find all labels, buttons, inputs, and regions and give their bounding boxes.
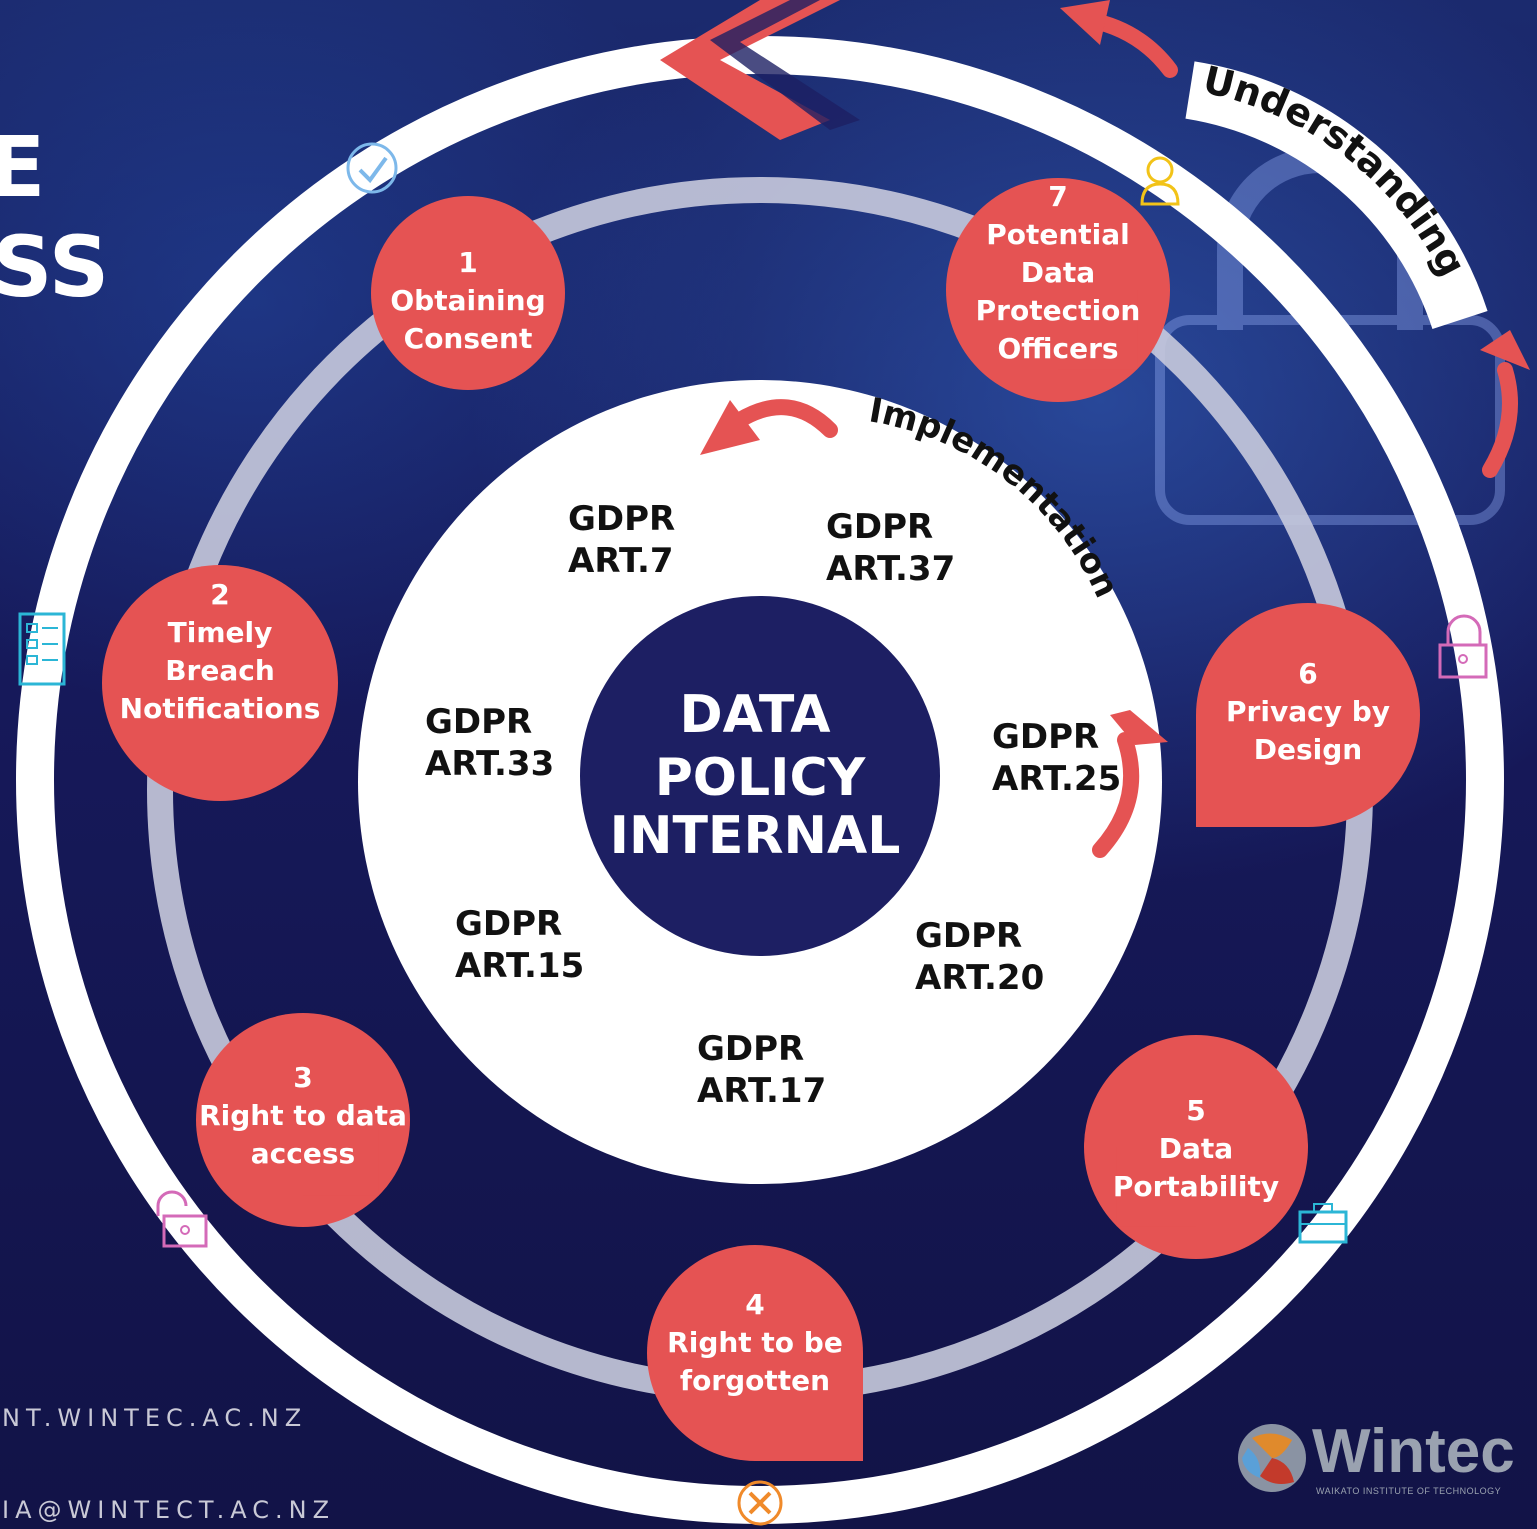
center-title-line2: POLICY — [655, 748, 867, 808]
articles-layer: GDPRART.7GDPRART.37GDPRART.33GDPRART.25G… — [425, 499, 1121, 1111]
step-label-line: Breach — [165, 654, 275, 687]
center-circle — [580, 596, 940, 956]
step-label-line: Right to be — [667, 1326, 843, 1359]
step-label-line: Notifications — [120, 692, 321, 725]
unlocked-padlock-icon — [156, 1190, 208, 1248]
briefcase-icon — [1298, 1203, 1348, 1244]
step-drop-tip — [136, 599, 220, 683]
step-drop-tip — [1196, 715, 1308, 827]
left-title-line1: E — [0, 118, 46, 216]
article-number-label: ART.25 — [992, 759, 1121, 799]
article-number-label: ART.37 — [826, 549, 955, 589]
step-label-line: Protection — [976, 294, 1141, 327]
article-gdpr-label: GDPR — [915, 916, 1022, 956]
step-number: 6 — [1298, 657, 1317, 690]
center-title-line1: DATA — [679, 685, 830, 745]
article-gdpr-label: GDPR — [697, 1029, 804, 1069]
footer-email[interactable]: IA@WINTECT.AC.NZ — [2, 1496, 336, 1524]
wintec-logo: Wintec WAIKATO INSTITUTE OF TECHNOLOGY — [1232, 1412, 1522, 1504]
center-title-line3: INTERNAL — [610, 806, 901, 866]
step-label-line: access — [251, 1137, 355, 1170]
outer-arrow-top — [1060, 0, 1178, 78]
cancel-icon — [737, 1480, 783, 1526]
article-number-label: ART.33 — [425, 744, 554, 784]
step-number: 1 — [458, 246, 477, 279]
outer-arrow-right — [1480, 330, 1530, 478]
step-label-line: Obtaining — [390, 284, 545, 317]
step-label-line: Timely — [168, 616, 273, 649]
step-number: 2 — [210, 578, 229, 611]
step-label-line: Right to data — [199, 1099, 407, 1132]
logo-word: Wintec — [1312, 1417, 1515, 1486]
step-label-line: Data — [1159, 1132, 1233, 1165]
step-number: 7 — [1048, 180, 1067, 213]
step-number: 3 — [293, 1061, 312, 1094]
article-number-label: ART.20 — [915, 958, 1044, 998]
article-number-label: ART.7 — [568, 541, 674, 581]
inner-arrow-top — [700, 399, 838, 455]
step-number: 5 — [1186, 1094, 1205, 1127]
document-list-icon — [18, 612, 66, 686]
step-drop-tip — [755, 1353, 863, 1461]
wintec-logo-icon — [1238, 1424, 1306, 1492]
article-gdpr-label: GDPR — [826, 507, 933, 547]
step-label-line: Officers — [997, 332, 1118, 365]
step-label-line: Privacy by — [1226, 695, 1390, 728]
inner-arrow-right — [1092, 710, 1168, 858]
article-number-label: ART.17 — [697, 1071, 826, 1111]
chevron-arrows-icon — [660, 0, 860, 140]
step-label-line: Data — [1021, 256, 1095, 289]
article-gdpr-label: GDPR — [455, 904, 562, 944]
logo-subtitle: WAIKATO INSTITUTE OF TECHNOLOGY — [1316, 1486, 1502, 1496]
step-number: 4 — [745, 1288, 764, 1321]
step-drop-tip — [303, 1120, 379, 1196]
step-drop-tip — [1116, 1147, 1196, 1227]
padlock-icon — [1438, 614, 1488, 679]
article-gdpr-label: GDPR — [425, 702, 532, 742]
step-label-line: Design — [1254, 733, 1362, 766]
steps-layer: 1ObtainingConsent2TimelyBreachNotificati… — [102, 178, 1420, 1461]
article-number-label: ART.15 — [455, 946, 584, 986]
step-drop-tip — [1058, 290, 1138, 370]
footer-website[interactable]: NT.WINTEC.AC.NZ — [2, 1404, 308, 1432]
step-drop-tip — [399, 293, 468, 362]
check-icon — [346, 142, 398, 194]
step-label-line: Portability — [1113, 1170, 1279, 1203]
article-gdpr-label: GDPR — [568, 499, 675, 539]
step-label-line: Potential — [986, 218, 1130, 251]
step-label-line: forgotten — [680, 1364, 830, 1397]
user-icon — [1140, 156, 1180, 206]
article-gdpr-label: GDPR — [992, 717, 1099, 757]
step-label-line: Consent — [404, 322, 533, 355]
left-title-line2: SS — [0, 218, 110, 316]
